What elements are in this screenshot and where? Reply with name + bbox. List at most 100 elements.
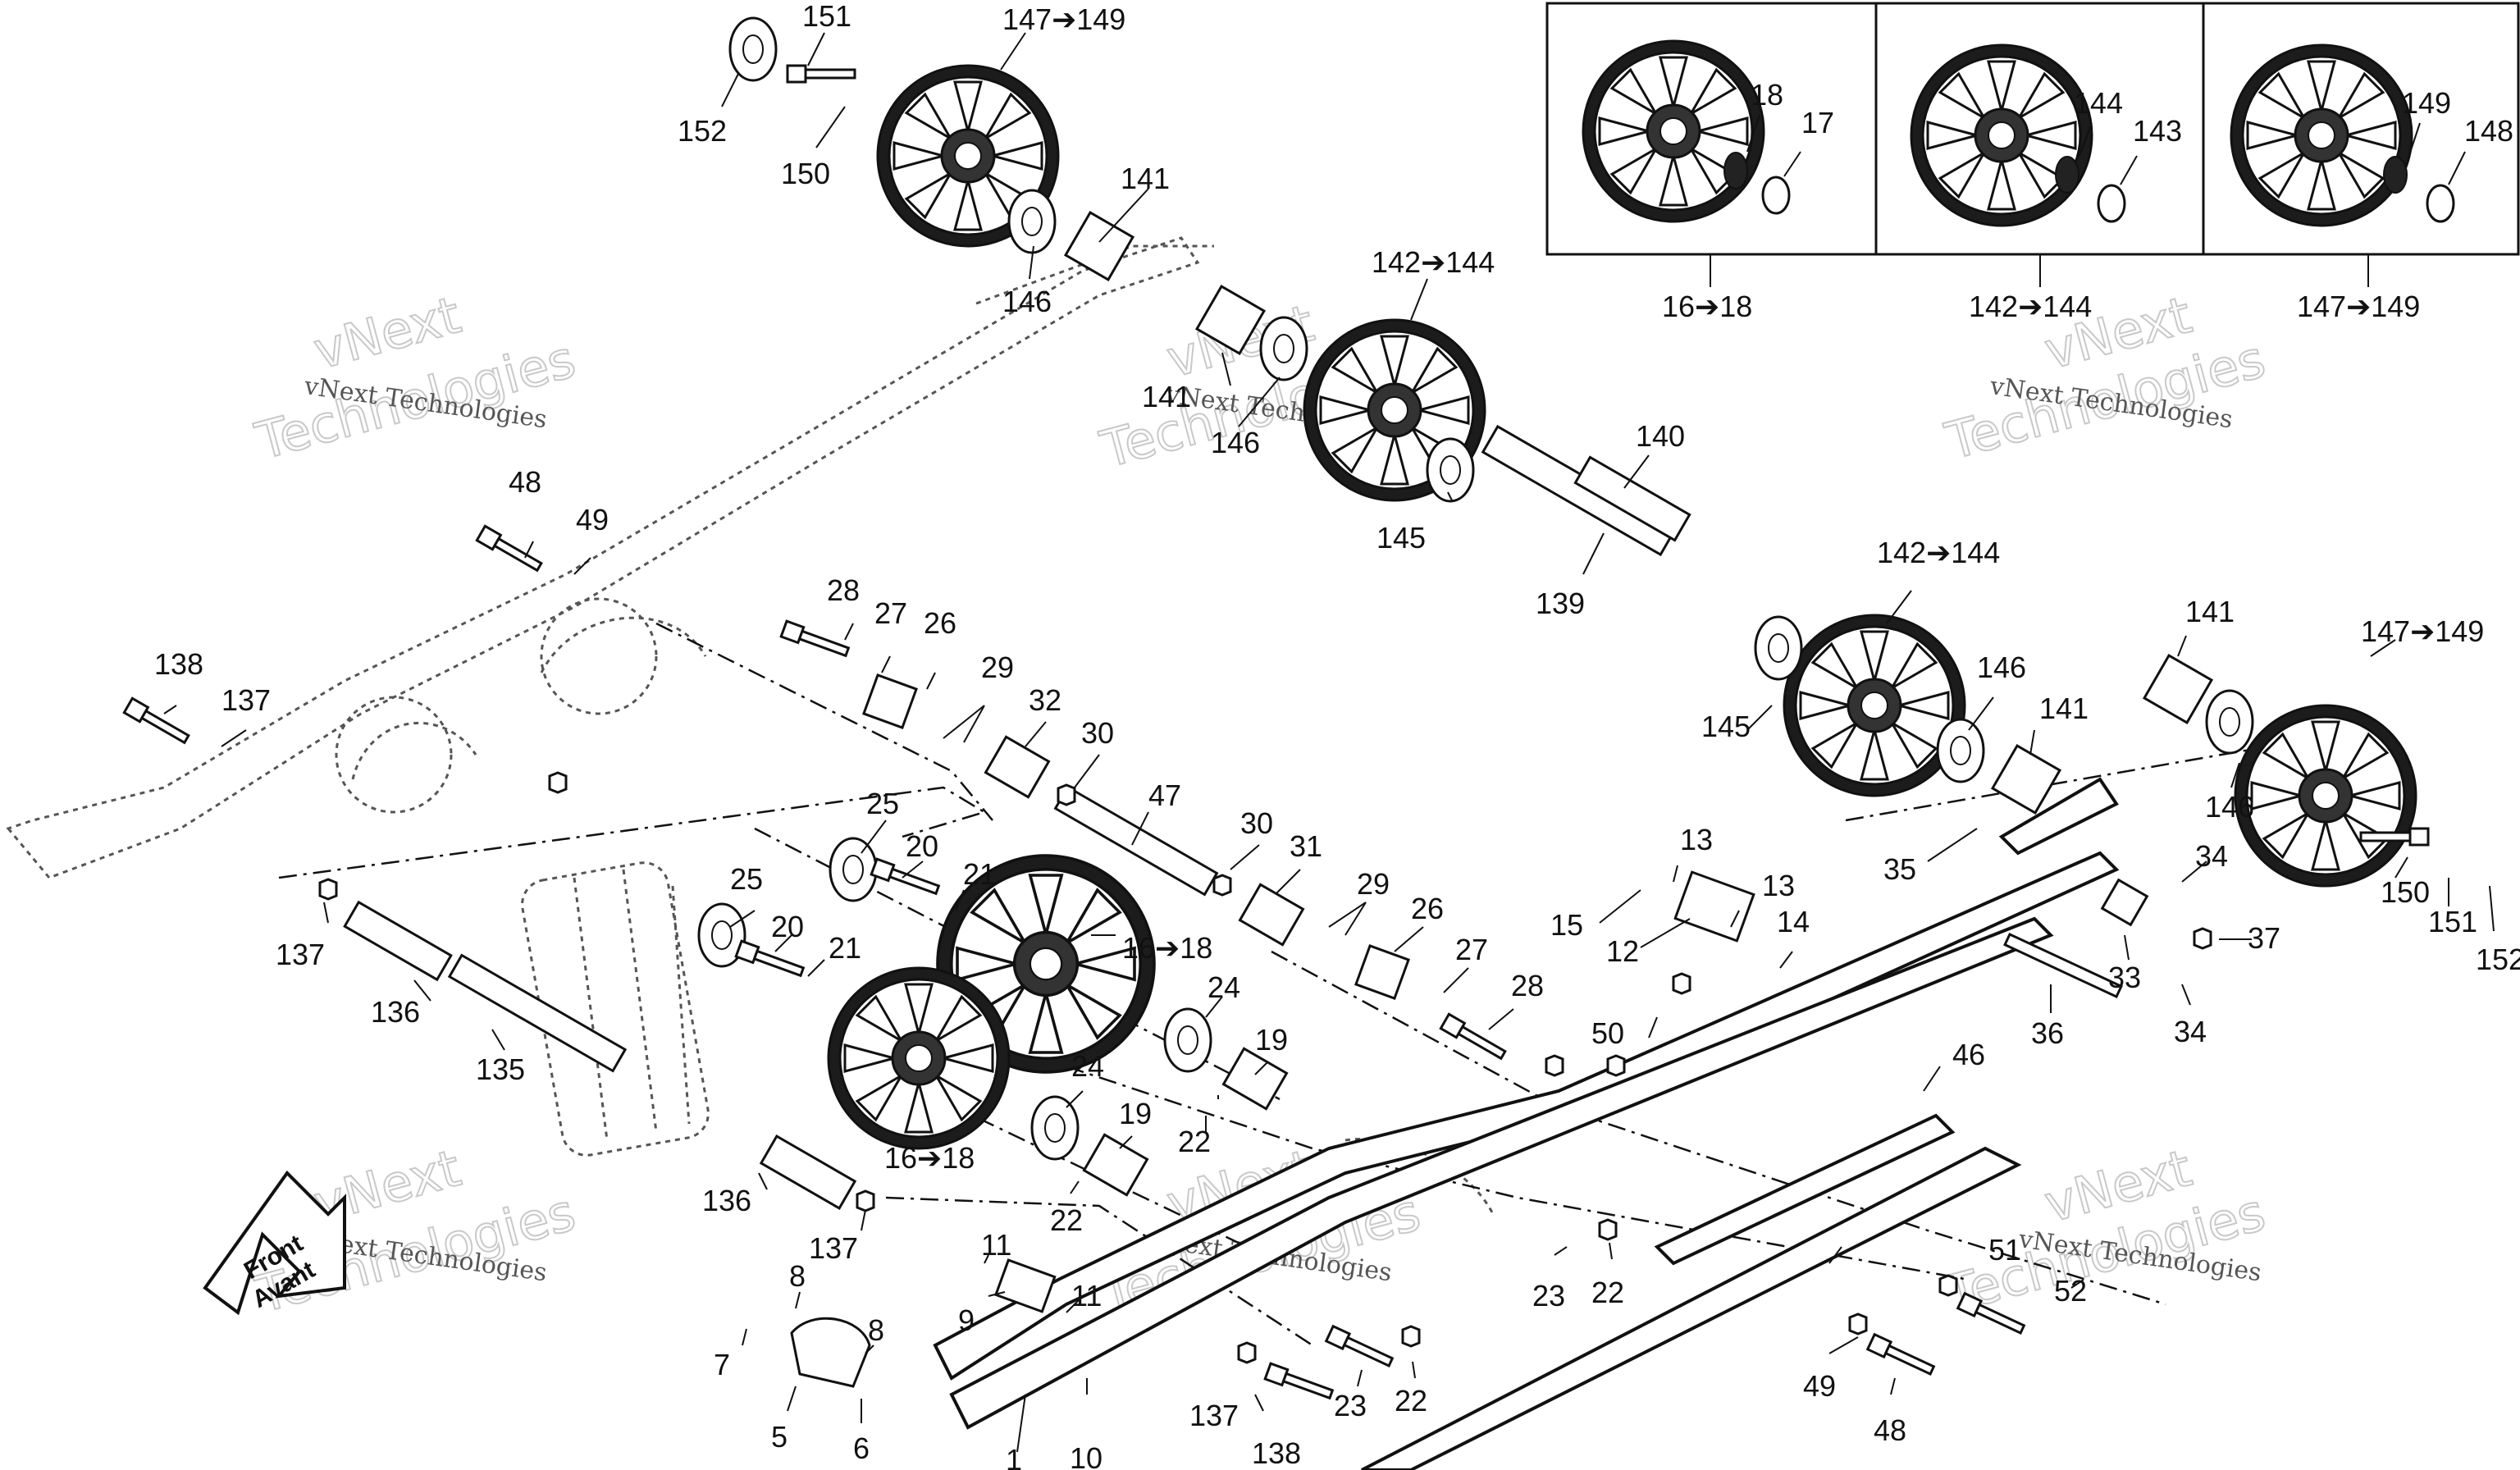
callout-26: 26 [924,606,956,640]
rod-36 [2003,932,2123,999]
callout-37: 37 [2248,921,2280,955]
callout-150: 150 [2381,875,2430,909]
inset-frame [1545,2,2520,256]
callout-11: 11 [1071,1279,1102,1312]
bracket-19b [1082,1133,1149,1197]
callout-52: 52 [2054,1274,2087,1308]
callout-21: 21 [963,857,996,891]
callout-138: 138 [1252,1436,1301,1470]
washer [1754,615,1803,681]
callout-28: 28 [1511,969,1544,1002]
callout-25: 25 [730,862,763,896]
callout-29: 29 [1357,867,1390,901]
idler-wheel-large [2230,43,2413,227]
callout-28: 28 [827,573,860,607]
callout-8: 8 [789,1259,806,1293]
washer [1163,1007,1212,1073]
sensor-12 [1673,870,1755,943]
callout-141: 141 [1142,380,1191,413]
nut [1237,1341,1257,1364]
washer [1030,1095,1080,1161]
callout-33: 33 [2108,961,2141,994]
axle-135 [447,953,628,1073]
callout-10: 10 [1070,1441,1102,1470]
callout-49: 49 [576,503,609,536]
callout-137: 137 [276,938,325,971]
callout-16-18: 16➔18 [1122,931,1212,965]
rail-bracket [1998,777,2119,856]
wear-strip [1654,1113,1956,1266]
callout-137: 137 [809,1231,858,1265]
washer [1259,316,1308,381]
callout-50: 50 [1591,1016,1624,1050]
bolt [475,524,545,576]
callout-146: 146 [1211,426,1260,459]
spacer-26 [862,673,918,729]
callout-31: 31 [1290,829,1322,863]
slide-rail [933,851,2120,1381]
retaining-ring [1761,176,1791,215]
callout-48: 48 [509,465,541,499]
callout-22: 22 [1395,1384,1427,1418]
spacer-136 [343,900,453,982]
callout-18: 18 [1751,78,1783,112]
callout-147-149: 147➔149 [1002,2,1125,36]
callout-22: 22 [1178,1125,1211,1158]
spacer-136b [759,1134,857,1211]
callout-149: 149 [2402,86,2451,120]
callout-46: 46 [1952,1038,1985,1071]
callout-30: 30 [1081,716,1114,750]
washer [829,837,878,902]
inset-panel [1545,2,2520,287]
callout-145: 145 [1376,521,1426,555]
callout-26: 26 [1411,892,1444,925]
nut [1606,1054,1626,1077]
ghost-frame [6,236,1495,1215]
callout-29: 29 [981,651,1014,684]
bolt [779,619,851,661]
callout-136: 136 [371,995,420,1029]
callout-150: 150 [781,157,830,190]
inset-label-147-149: 147➔149 [2297,290,2420,323]
rail-assembly [933,777,2120,1470]
callout-30: 30 [1240,806,1273,840]
callout-labels: 151 147➔149 152 150 141 146 142➔144 141 … [154,0,2520,1470]
inset-label-142-144: 142➔144 [1969,290,2092,323]
callout-19: 19 [1255,1023,1288,1057]
nut [1672,972,1691,995]
callout-25: 25 [866,787,899,820]
parts [122,16,2430,1404]
nut [1938,1274,1958,1297]
inset-label-16-18: 16➔18 [1662,290,1752,323]
idler-wheel [2234,704,2417,888]
callout-22: 22 [1591,1276,1624,1309]
nut [1057,783,1076,806]
callout-16-18: 16➔18 [884,1141,975,1175]
idler-wheel-small [1582,39,1765,223]
callout-141: 141 [1121,162,1170,195]
washer [728,16,778,82]
nut [856,1189,875,1212]
callout-21: 21 [829,931,861,965]
washer [1426,437,1475,503]
callout-15: 15 [1550,908,1583,942]
callout-146: 146 [1977,651,2026,684]
callout-138: 138 [154,647,203,681]
retaining-ring [2426,184,2455,223]
callout-27: 27 [1455,933,1488,966]
bearing [2055,156,2079,194]
callout-143: 143 [2133,114,2182,148]
spacer-block [2142,653,2214,725]
bolt [786,64,856,84]
nut [1598,1218,1618,1241]
callout-139: 139 [1536,587,1585,620]
callout-6: 6 [853,1431,870,1465]
callout-34: 34 [2195,839,2228,873]
slider-block-9 [994,1258,1057,1313]
callout-142-144: 142➔144 [1877,536,2000,569]
bracket-32 [984,735,1051,799]
callout-152: 152 [2476,943,2520,976]
bolt [122,696,192,748]
leader-lines [163,32,2495,1453]
callout-146: 146 [1002,285,1052,318]
